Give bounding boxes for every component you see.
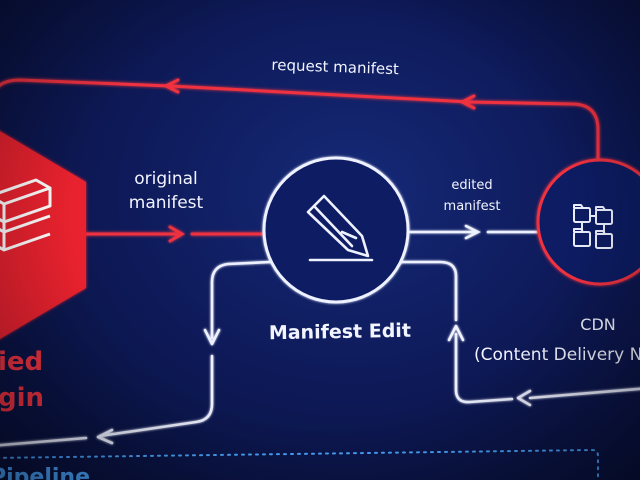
- output-connector: [0, 260, 272, 447]
- original-manifest-label-line1: original: [134, 169, 198, 189]
- arrow-head-edited: [464, 224, 481, 240]
- origin-title-line2: gin: [0, 383, 44, 413]
- arrow-head-original: [168, 225, 185, 243]
- arrow-head-up: [447, 324, 465, 342]
- edited-manifest-label-line1: edited: [451, 178, 492, 193]
- folder-network-icon: [573, 204, 613, 249]
- pipeline-title: Pipeline: [0, 465, 90, 480]
- server-stack-icon: [0, 178, 52, 252]
- pipeline-dotted-border: [0, 448, 599, 480]
- manifest-edit-title: Manifest Edit: [269, 320, 411, 344]
- cdn-title-line2: (Content Delivery N: [474, 345, 640, 365]
- original-manifest-connector: [84, 225, 264, 243]
- arrow-head-request-right: [460, 94, 476, 110]
- input-connector: [396, 260, 640, 407]
- arrow-head-request-left: [164, 78, 180, 94]
- arrow-head-input-left: [516, 389, 532, 407]
- original-manifest-label-line2: manifest: [129, 193, 204, 213]
- cdn-node[interactable]: [536, 158, 640, 286]
- origin-node[interactable]: [0, 120, 86, 340]
- request-manifest-label: request manifest: [271, 56, 399, 78]
- edited-manifest-connector: [408, 224, 540, 240]
- pipeline-group: [0, 448, 599, 480]
- manifest-edit-node[interactable]: [262, 156, 410, 304]
- request-manifest-connector: [0, 78, 600, 164]
- pencil-icon: [306, 194, 374, 262]
- cdn-title-line1: CDN: [580, 315, 615, 334]
- arrow-head-down: [203, 328, 221, 346]
- origin-title-line1: ied: [0, 347, 43, 377]
- arrow-head-output-left: [96, 428, 114, 445]
- edited-manifest-label-line2: manifest: [444, 199, 501, 214]
